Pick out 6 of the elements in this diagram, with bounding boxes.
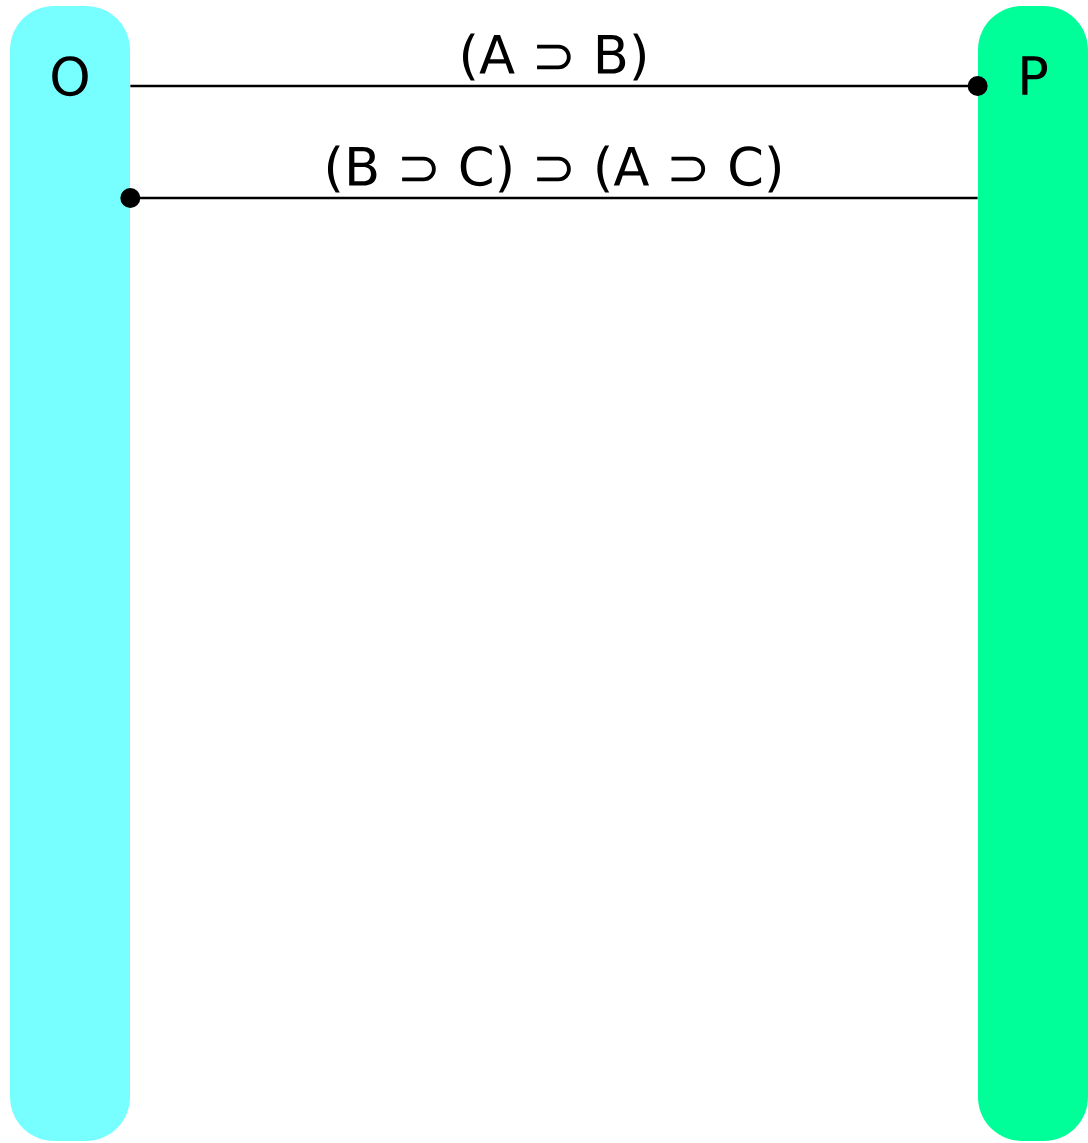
band: P xyxy=(978,6,1088,1141)
edge-label: (A ⊃ B) xyxy=(456,31,652,83)
connector xyxy=(120,188,978,208)
connector xyxy=(130,76,988,96)
edge-label: (B ⊃ C) ⊃ (A ⊃ C) xyxy=(321,143,787,195)
band: O xyxy=(10,6,130,1141)
